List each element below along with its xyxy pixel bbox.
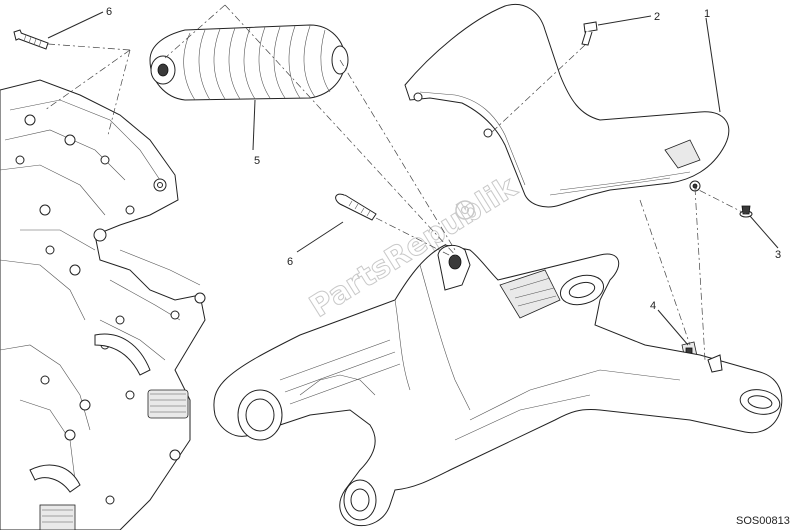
rear-shock-absorber xyxy=(149,24,349,101)
callout-2: 2 xyxy=(654,11,660,23)
callout-labels: 1 2 3 4 5 6 6 xyxy=(106,6,781,312)
chain-guard xyxy=(404,4,730,208)
assembly-lines xyxy=(44,4,747,361)
swingarm xyxy=(213,244,783,527)
chain-guard-screw-top xyxy=(581,21,598,46)
callout-6-middle: 6 xyxy=(287,256,293,268)
watermark-gear-icon xyxy=(455,200,475,220)
callout-5: 5 xyxy=(254,155,260,167)
callout-1: 1 xyxy=(704,8,710,20)
drawing-code: SOS00813 xyxy=(736,515,790,527)
callout-3: 3 xyxy=(775,249,781,261)
engine-frame-assembly xyxy=(0,79,206,530)
shock-lower-bolt xyxy=(335,193,377,221)
callout-6-upper: 6 xyxy=(106,6,112,18)
callout-4: 4 xyxy=(650,300,656,312)
leader-lines xyxy=(47,11,779,346)
shock-upper-bolt xyxy=(13,29,49,50)
